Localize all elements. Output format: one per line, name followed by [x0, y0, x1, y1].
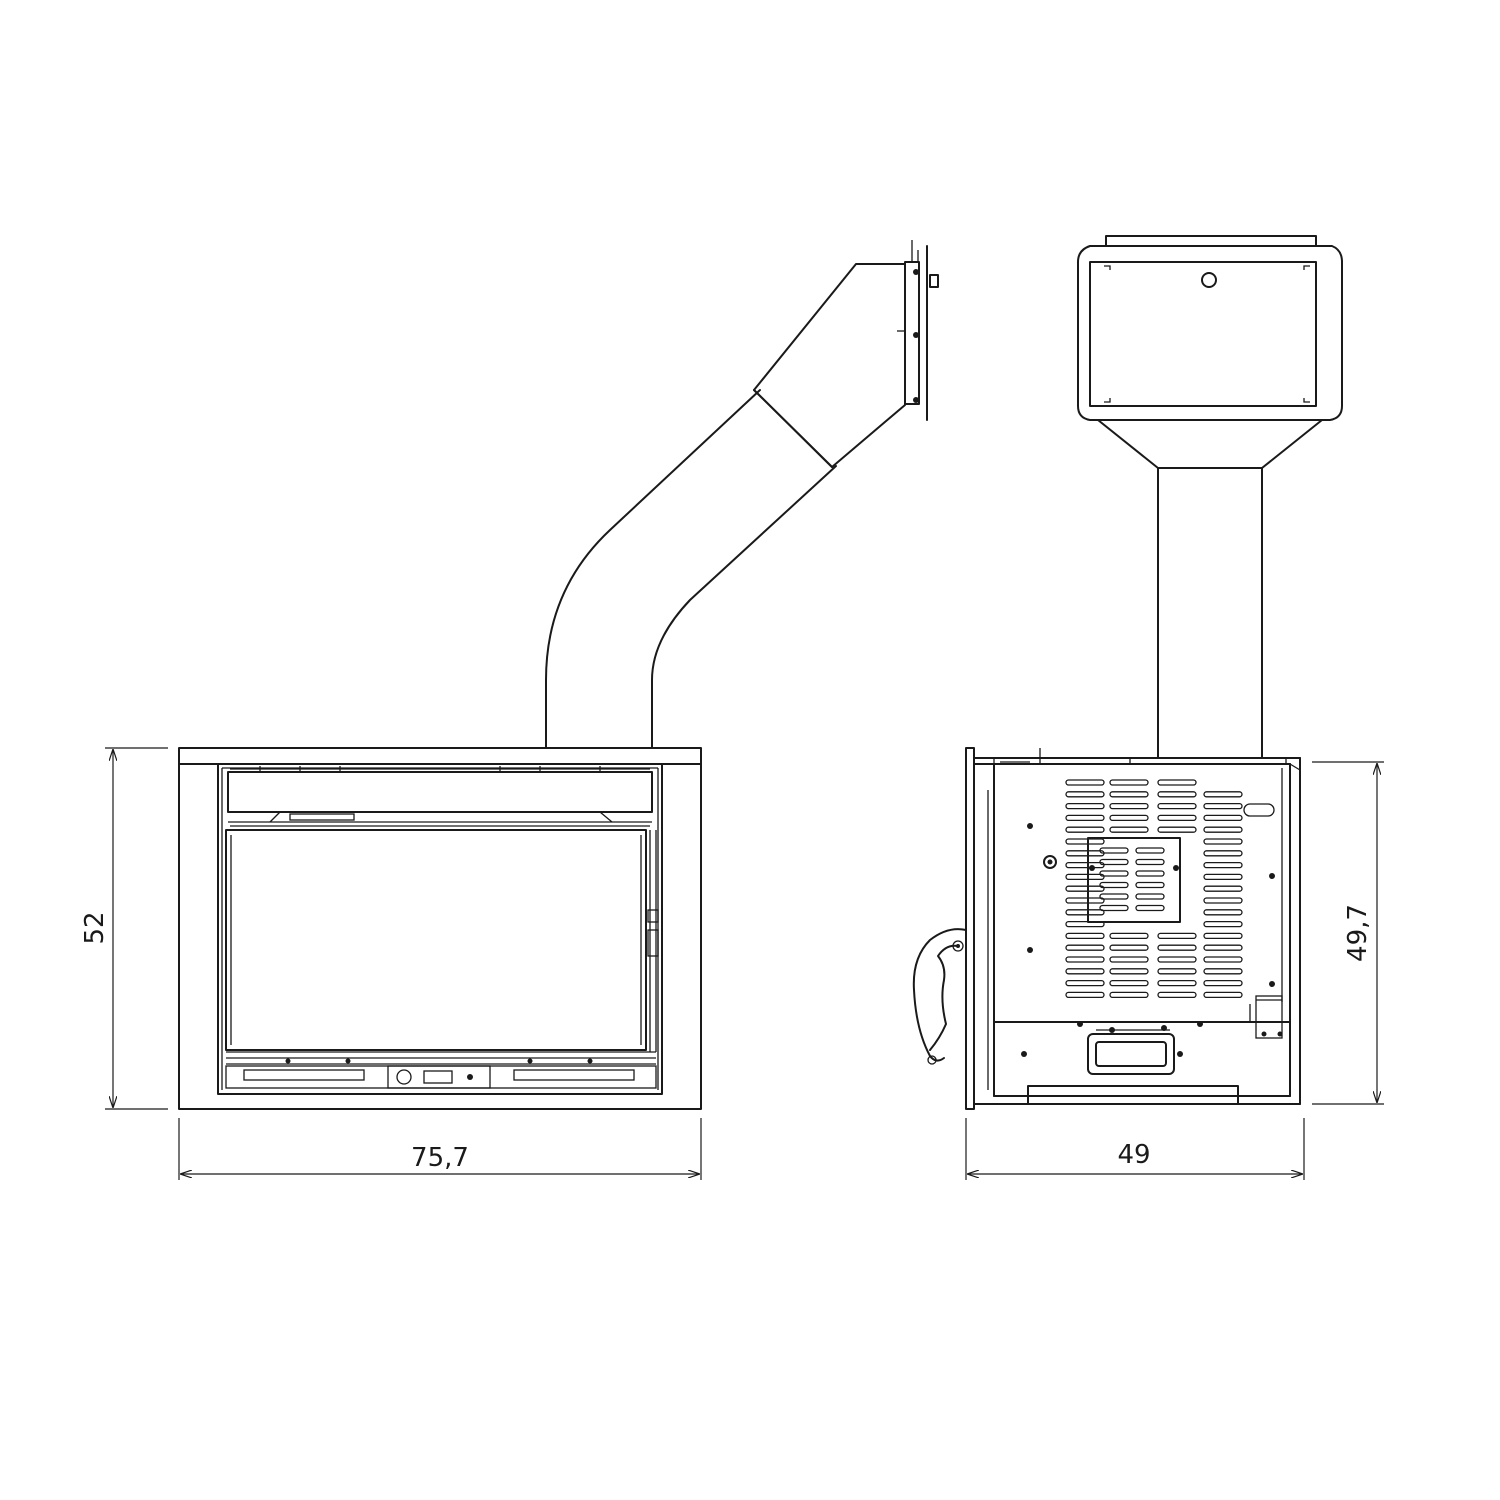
side-access-panel [1087, 837, 1181, 923]
front-width-label: 75,7 [411, 1143, 469, 1173]
side-height-label: 49,7 [1343, 904, 1373, 962]
vent-slot [1109, 779, 1149, 786]
vent-slot [1203, 826, 1243, 833]
vent-slot [1157, 802, 1197, 810]
vent-slot [1203, 968, 1243, 975]
vent-slot [1203, 920, 1243, 928]
vent-slot [1203, 932, 1243, 940]
vent-slot [1065, 897, 1105, 904]
side-fixings [1021, 803, 1275, 1057]
vent-slot [1157, 956, 1197, 963]
front-top-panel [227, 766, 653, 827]
vent-slot [1065, 979, 1105, 987]
panel-slot [1099, 881, 1129, 889]
side-door-handle [912, 928, 967, 1065]
vent-slot [1203, 885, 1243, 892]
vent-slot [1065, 920, 1105, 928]
vent-slot [1065, 838, 1105, 845]
vent-slot [1157, 814, 1197, 822]
vent-slot [1203, 944, 1243, 951]
panel-slot [1135, 881, 1165, 889]
vent-slot [1157, 779, 1197, 786]
vent-slot [1065, 944, 1105, 951]
panel-slot [1135, 904, 1165, 912]
vent-slot [1065, 932, 1105, 940]
panel-slot [1135, 847, 1165, 854]
side-height-dimension: 49,7 [1312, 761, 1384, 1105]
panel-slot [1099, 870, 1129, 877]
vent-slot [1109, 932, 1149, 940]
vent-slot [1109, 944, 1149, 951]
vent-slot [1203, 979, 1243, 987]
vent-slot [1109, 991, 1149, 999]
vent-slot [1065, 873, 1105, 881]
vent-slot [1109, 802, 1149, 810]
vent-slot [1203, 956, 1243, 963]
vent-slot [1203, 814, 1243, 822]
panel-slot [1135, 858, 1165, 866]
vent-slot [1203, 897, 1243, 904]
panel-slot [1099, 858, 1129, 866]
side-depth-dimension: 49 [965, 1118, 1305, 1180]
front-height-dimension: 52 [80, 747, 168, 1110]
vent-slot [1109, 826, 1149, 833]
vent-slot [1065, 956, 1105, 963]
vent-slot [1157, 968, 1197, 975]
vent-slot [1203, 791, 1243, 798]
vent-slot [1065, 850, 1105, 857]
side-flue-box [1077, 235, 1343, 759]
vent-slot [1203, 802, 1243, 810]
vent-slot [1157, 979, 1197, 987]
side-depth-label: 49 [1117, 1140, 1150, 1170]
side-body [965, 747, 1301, 1110]
vent-slot [1203, 861, 1243, 869]
vent-slot [1065, 991, 1105, 999]
vent-slot [1065, 826, 1105, 833]
side-view: 49,7 49 [912, 235, 1384, 1180]
front-bottom-controls [225, 1058, 657, 1089]
panel-slot [1099, 893, 1129, 900]
side-rear-bracket [1249, 995, 1283, 1039]
vent-slot [1065, 909, 1105, 916]
front-flue-pipe [545, 240, 939, 749]
panel-slot [1099, 847, 1129, 854]
vent-slot [1109, 814, 1149, 822]
vent-slot [1065, 968, 1105, 975]
side-bottom-handle [1087, 1029, 1175, 1075]
panel-slot [1135, 893, 1165, 900]
vent-slot [1203, 838, 1243, 845]
side-ventilation-slots [1065, 779, 1243, 999]
front-frame [178, 747, 702, 1110]
vent-slot [1203, 850, 1243, 857]
vent-slot [1157, 944, 1197, 951]
vent-slot [1157, 932, 1197, 940]
vent-slot [1203, 991, 1243, 999]
vent-slot [1109, 791, 1149, 798]
front-width-dimension: 75,7 [178, 1118, 702, 1180]
vent-slot [1065, 814, 1105, 822]
vent-slot [1109, 968, 1149, 975]
panel-slot [1135, 870, 1165, 877]
vent-slot [1157, 791, 1197, 798]
vent-slot [1203, 873, 1243, 881]
vent-slot [1157, 826, 1197, 833]
vent-slot [1065, 779, 1105, 786]
vent-slot [1203, 909, 1243, 916]
front-glass-door [225, 829, 659, 1059]
panel-slot [1099, 904, 1129, 912]
vent-slot [1065, 885, 1105, 892]
vent-slot [1065, 861, 1105, 869]
vent-slot [1157, 991, 1197, 999]
front-height-label: 52 [80, 911, 110, 944]
vent-slot [1109, 956, 1149, 963]
front-view: 52 75,7 [80, 240, 939, 1180]
vent-slot [1065, 802, 1105, 810]
vent-slot [1109, 979, 1149, 987]
vent-slot [1065, 791, 1105, 798]
